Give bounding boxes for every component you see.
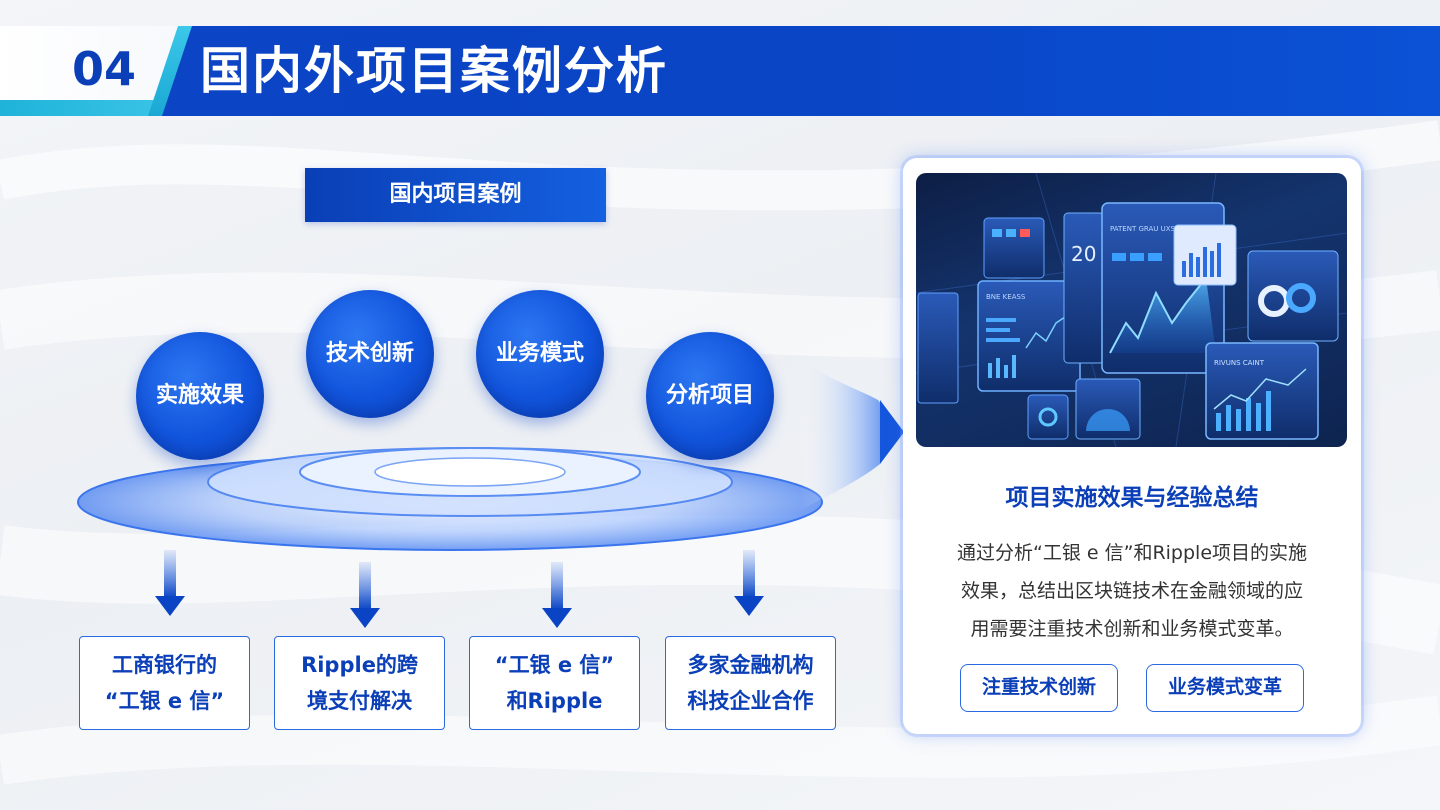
case-e-xin-and-ripple: “工银 e 信” 和Ripple [469, 636, 640, 730]
right-arrow-icon [800, 360, 904, 510]
case-line: 工商银行的 [112, 653, 217, 677]
case-line: 多家金融机构 [687, 653, 814, 677]
down-arrow-icon [155, 550, 185, 616]
summary-card: BNE KEASS 20 PATENT GRAU UXS RIVU [903, 158, 1361, 734]
header-bar [0, 26, 1440, 116]
image-text: PATENT GRAU UXS [1110, 225, 1176, 233]
tag-tech-innovation: 注重技术创新 [960, 664, 1118, 712]
section-number: 04 [72, 42, 137, 96]
case-line: 境支付解决 [307, 689, 412, 713]
dashboard-image: BNE KEASS 20 PATENT GRAU UXS RIVU [916, 173, 1347, 447]
case-multi-institution: 多家金融机构 科技企业合作 [665, 636, 836, 730]
circle-business-model: 业务模式 [476, 290, 604, 418]
case-line: Ripple的跨 [301, 653, 418, 677]
case-line: “工银 e 信” [104, 689, 225, 713]
case-line: 和Ripple [506, 689, 603, 713]
down-arrow-icon [350, 562, 380, 628]
tag-business-model-reform: 业务模式变革 [1146, 664, 1304, 712]
dashboard-illustration: BNE KEASS 20 PATENT GRAU UXS RIVU [916, 173, 1347, 447]
image-text: RIVUNS CAINT [1214, 359, 1265, 367]
card-body-line: 效果，总结出区块链技术在金融领域的应 [960, 580, 1303, 602]
image-text: BNE KEASS [986, 293, 1026, 301]
card-body-line: 用需要注重技术创新和业务模式变革。 [970, 618, 1294, 640]
case-line: 科技企业合作 [687, 689, 814, 713]
circle-tech-innovation: 技术创新 [306, 290, 434, 418]
domestic-cases-tag: 国内项目案例 [305, 168, 606, 222]
card-title: 项目实施效果与经验总结 [1005, 485, 1259, 511]
header-accent-strip [0, 100, 160, 116]
concentric-rings [77, 447, 823, 551]
down-arrow-icon [734, 550, 764, 616]
card-body-line: 通过分析“工银 e 信”和Ripple项目的实施 [956, 542, 1308, 564]
case-icbc-e-xin: 工商银行的 “工银 e 信” [79, 636, 250, 730]
image-text: 20 [1071, 242, 1096, 266]
case-ripple-cross-border: Ripple的跨 境支付解决 [274, 636, 445, 730]
down-arrow-icon [542, 562, 572, 628]
page-title: 国内外项目案例分析 [200, 42, 668, 100]
circle-analysis-project: 分析项目 [646, 332, 774, 460]
case-line: “工银 e 信” [494, 653, 615, 677]
card-body: 通过分析“工银 e 信”和Ripple项目的实施 效果，总结出区块链技术在金融领… [937, 534, 1327, 648]
circle-implementation-effect: 实施效果 [136, 332, 264, 460]
